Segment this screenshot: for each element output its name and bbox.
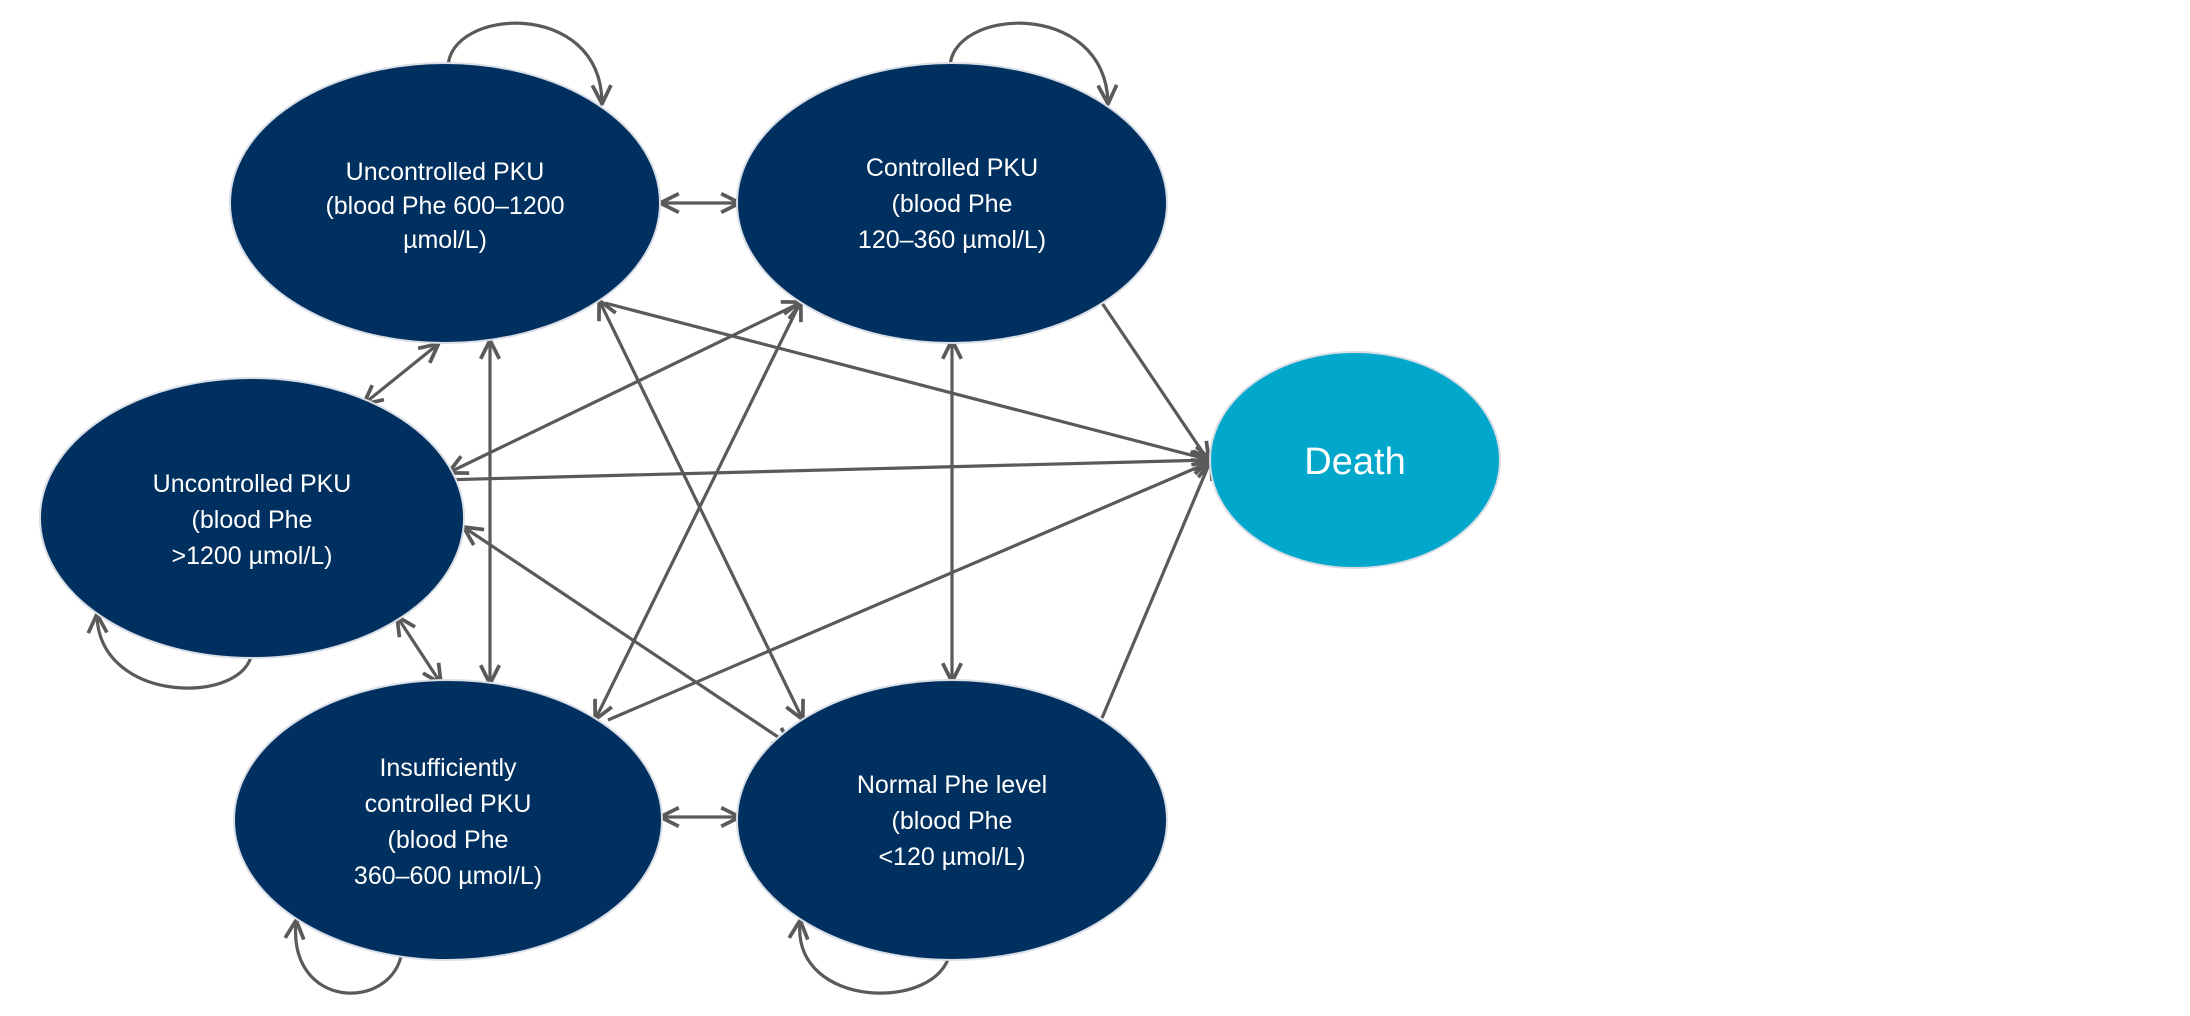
state-nodes: Uncontrolled PKU (blood Phe 600–1200 µmo…: [39, 62, 1501, 961]
node-normal-line-3: <120 µmol/L): [878, 843, 1025, 871]
node-insufficient-line-3: (blood Phe: [388, 826, 509, 854]
node-normal-line-1: Normal Phe level: [857, 771, 1047, 799]
node-controlled: Controlled PKU (blood Phe 120–360 µmol/L…: [736, 62, 1168, 344]
edge-controlled-insufficient: [596, 303, 800, 718]
self-loops: [97, 21, 1108, 995]
edge-uncontrolled-gt1200-insufficient: [398, 618, 440, 682]
node-controlled-line-3: 120–360 µmol/L): [858, 226, 1046, 254]
node-uncontrolled-gt1200: Uncontrolled PKU (blood Phe >1200 µmol/L…: [39, 377, 465, 659]
node-uncontrolled-600-1200-line-1: Uncontrolled PKU: [346, 158, 545, 186]
edge-insufficient-death: [607, 462, 1210, 722]
edge-controlled-death: [1100, 302, 1208, 460]
node-insufficient-line-4: 360–600 µmol/L): [354, 862, 542, 890]
node-uncontrolled-600-1200: Uncontrolled PKU (blood Phe 600–1200 µmo…: [229, 62, 661, 344]
node-insufficient-line-2: controlled PKU: [365, 790, 532, 818]
node-controlled-line-1: Controlled PKU: [866, 154, 1038, 182]
edge-uncontrolled-600-1200-normal: [600, 302, 802, 718]
node-insufficient-line-1: Insufficiently: [379, 754, 517, 782]
self-loop-controlled: [948, 21, 1108, 102]
node-uncontrolled-gt1200-shape: [39, 377, 465, 659]
node-uncontrolled-gt1200-line-1: Uncontrolled PKU: [153, 470, 352, 498]
self-loop-uncontrolled-gt1200: [97, 616, 254, 690]
node-uncontrolled-gt1200-line-2: (blood Phe: [192, 506, 313, 534]
edge-uncontrolled-gt1200-normal: [465, 528, 790, 745]
node-controlled-line-2: (blood Phe: [892, 190, 1013, 218]
edge-uncontrolled-gt1200-death: [439, 460, 1210, 482]
node-insufficient-shape: [233, 679, 663, 961]
self-loop-uncontrolled-600-1200: [446, 21, 602, 102]
node-uncontrolled-gt1200-line-3: >1200 µmol/L): [171, 542, 332, 570]
self-loop-normal: [800, 922, 952, 995]
node-controlled-shape: [736, 62, 1168, 344]
node-normal-shape: [736, 679, 1168, 961]
node-normal-line-2: (blood Phe: [892, 807, 1013, 835]
node-death-shape: [1209, 351, 1501, 569]
self-loop-insufficient: [296, 922, 404, 995]
transition-edges: [365, 203, 1210, 817]
node-death-label: Death: [1304, 441, 1405, 483]
edge-uncontrolled-600-1200-uncontrolled-gt1200: [365, 345, 437, 403]
node-normal: Normal Phe level (blood Phe <120 µmol/L): [736, 679, 1168, 961]
node-uncontrolled-600-1200-shape: [229, 62, 661, 344]
node-insufficient: Insufficiently controlled PKU (blood Phe…: [233, 679, 663, 961]
node-uncontrolled-600-1200-line-2: (blood Phe 600–1200: [325, 192, 564, 220]
node-uncontrolled-600-1200-line-3: µmol/L): [403, 226, 487, 254]
edge-normal-death: [1100, 462, 1210, 719]
node-death: Death: [1209, 351, 1501, 569]
